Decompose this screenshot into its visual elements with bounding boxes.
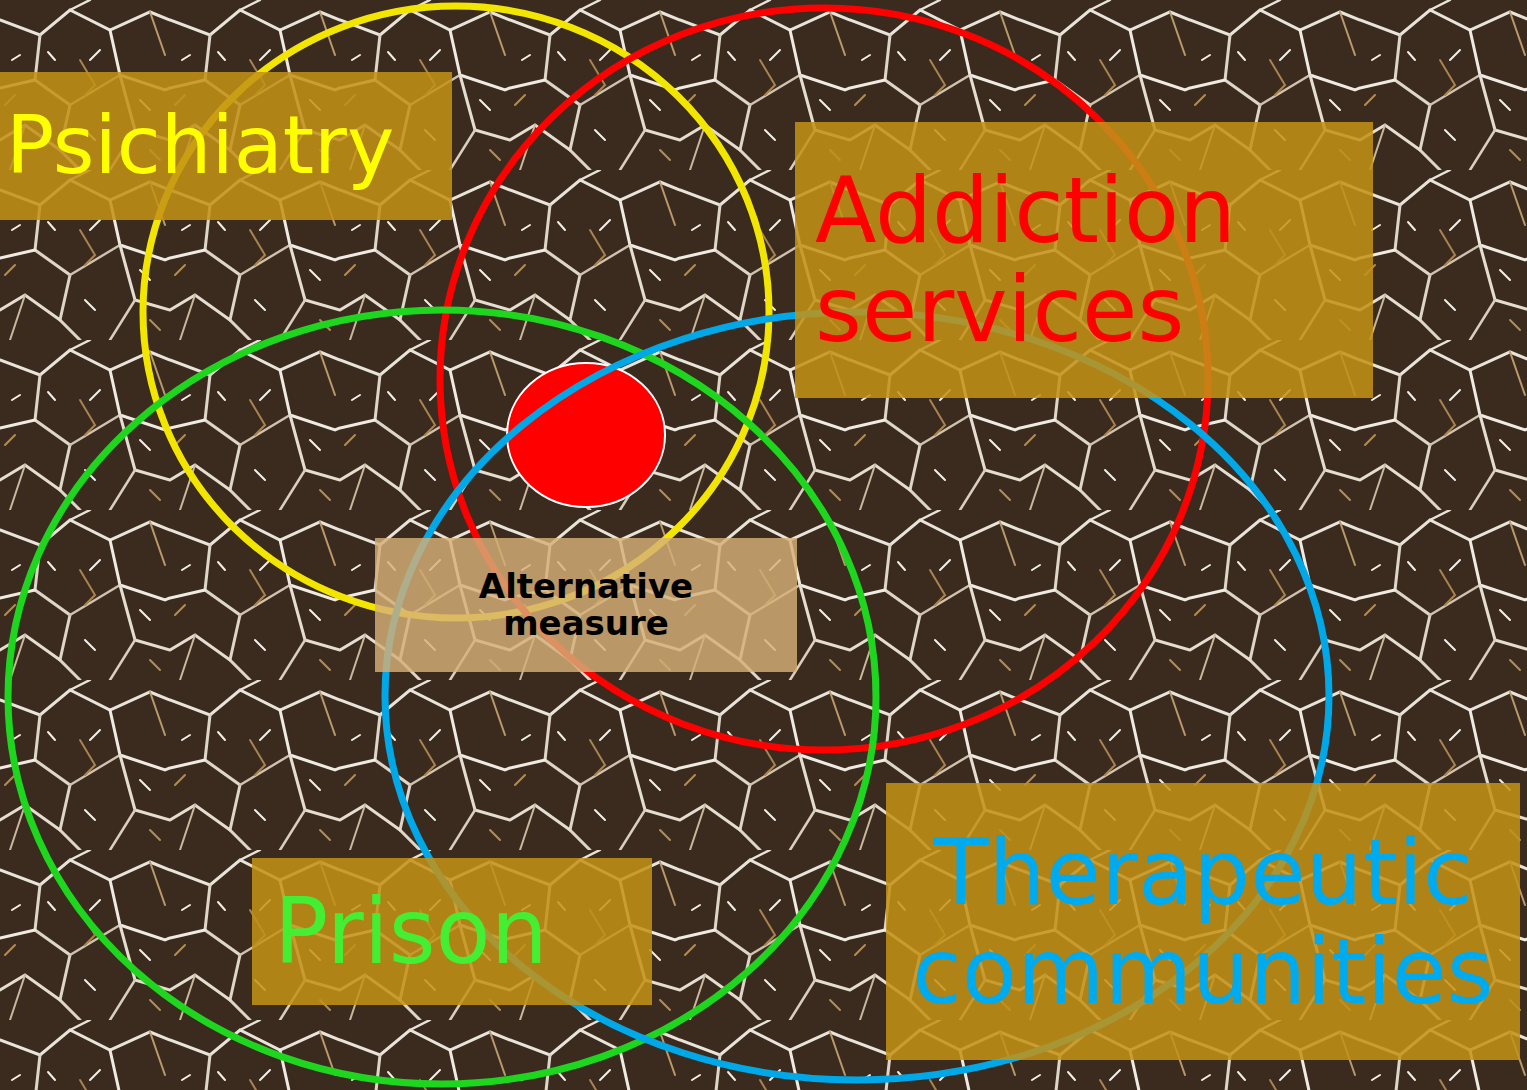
circle-label: Therapeutic communities	[892, 823, 1514, 1021]
circle-label: Prison	[274, 882, 642, 981]
circle-group: Prison	[2, 304, 882, 1090]
label-box: Addiction services	[795, 122, 1373, 398]
circle-label: Psichiatry	[6, 102, 446, 190]
label-box: Psichiatry	[0, 72, 452, 220]
label-box: Therapeutic communities	[886, 783, 1520, 1060]
circle-label: Addiction services	[815, 161, 1363, 359]
label-box: Prison	[252, 858, 652, 1005]
label-box: Alternative measure	[375, 538, 797, 672]
circle-ring	[8, 310, 876, 1084]
box-label: Alternative measure	[436, 568, 736, 643]
